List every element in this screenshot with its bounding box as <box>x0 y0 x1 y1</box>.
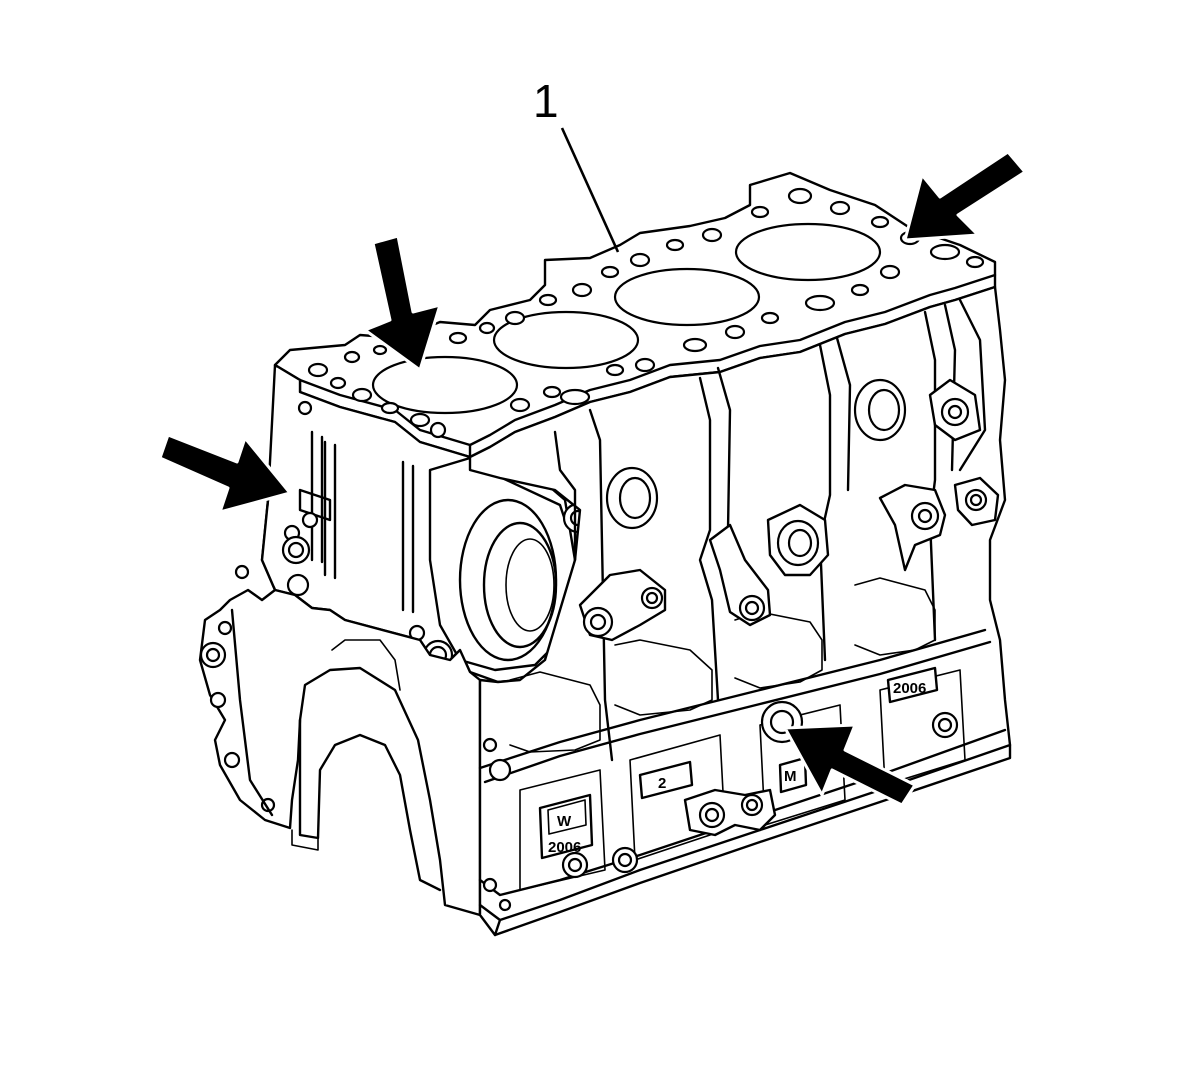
core-plugs <box>605 378 907 530</box>
stamp-left-year: 2006 <box>548 839 581 856</box>
cylinder-3-bore <box>613 267 761 327</box>
stamp-mid-mark: 2 <box>658 775 666 792</box>
arrow-top-right-icon <box>903 150 1027 242</box>
cylinder-bores <box>371 222 882 415</box>
cylinder-4-bore <box>734 222 882 282</box>
arrow-top-left-icon <box>363 234 442 372</box>
cylinder-1-bore <box>371 355 519 415</box>
pointer-arrows <box>158 150 1027 807</box>
cast-stamps: W 2006 2 M 2006 <box>538 666 939 860</box>
stamp-right-mark: M <box>784 768 797 785</box>
callout-leader-line <box>560 127 620 253</box>
deck-holes <box>307 187 985 428</box>
front-flange <box>198 499 482 917</box>
arrow-left-icon <box>158 433 292 514</box>
stamp-right-year: 2006 <box>893 680 926 697</box>
cylinder-2-bore <box>492 310 640 370</box>
mount-bosses <box>578 378 1000 837</box>
stamp-left-mark: W <box>557 813 572 830</box>
arrow-lower-right-icon <box>783 723 917 807</box>
callout-number-1: 1 <box>533 75 559 127</box>
